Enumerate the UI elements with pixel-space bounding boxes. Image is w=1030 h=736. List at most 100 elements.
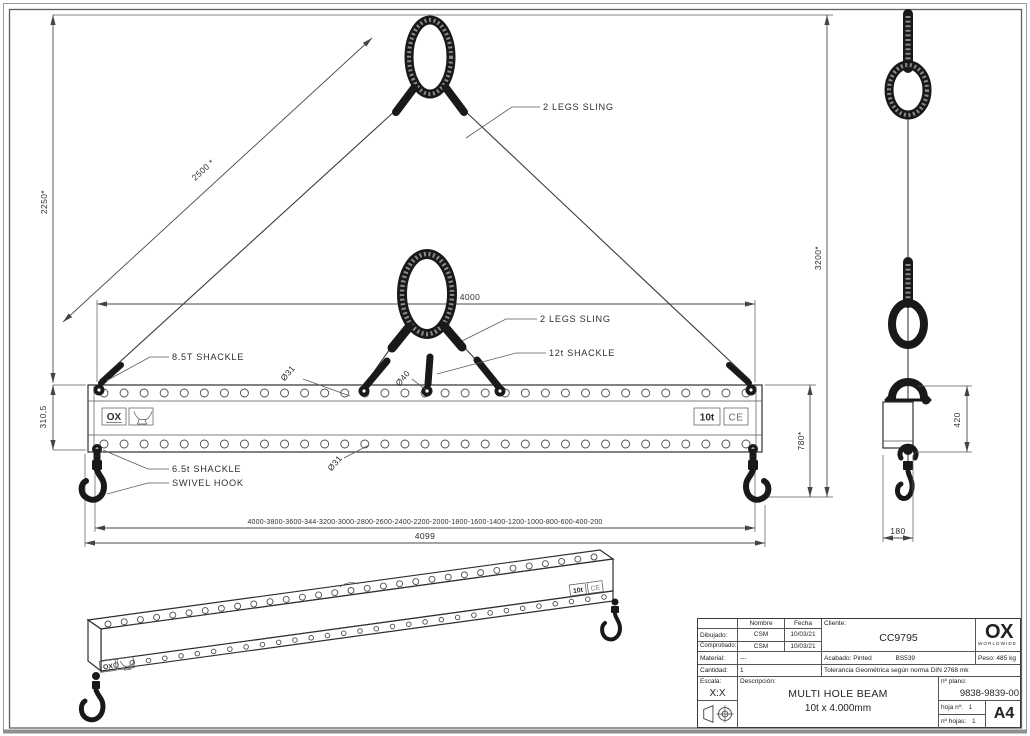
beam-hole [219, 388, 229, 398]
dim-hole-dia-bottom: Ø31 [325, 453, 344, 473]
tb-cantidad-label: Cantidad: [698, 665, 738, 677]
center-sling-assembly [358, 249, 506, 397]
beam-hole [243, 644, 249, 650]
tb-cliente-label: Cliente: [824, 620, 847, 627]
beam-hole [194, 650, 201, 657]
beam-hole [503, 607, 510, 614]
tb-dibujado-nombre: CSM [738, 629, 785, 642]
tb-dibujado-fecha: 10/03/21 [785, 629, 822, 642]
tb-hoja-value: 1 [968, 704, 973, 711]
beam-hole [120, 618, 128, 626]
ce-badge-frame [723, 407, 749, 426]
iso-top-hole-row [104, 553, 598, 628]
beam-hole [239, 439, 249, 449]
iso-top-bump [339, 582, 359, 588]
beam-hole [661, 439, 671, 449]
ox-logo-sub: WORLDWIDE [978, 641, 1017, 646]
tb-plano-value: 9838-9839-00 [959, 688, 1019, 700]
front-view-beam: OX 10t CE [87, 384, 763, 453]
beam-hole [560, 439, 570, 449]
beam-hole [159, 439, 169, 449]
beam-hole [721, 439, 731, 449]
tb-acabado-label: Acabado: Pinted [824, 655, 872, 662]
beam-hole [396, 580, 404, 588]
iso-bottom-hole-row [113, 594, 607, 668]
beam-hole [412, 578, 420, 586]
beam-hole [558, 558, 566, 565]
tb-escala-value: X:X [709, 688, 726, 700]
beam-hole [400, 439, 410, 449]
left-12t-shackle [362, 357, 391, 390]
beam-hole [701, 388, 711, 398]
iso-bull-head-icon [119, 659, 135, 671]
side-link [888, 299, 928, 349]
beam-hole [520, 388, 530, 398]
beam-hole [406, 621, 412, 627]
beam-hole [590, 553, 598, 561]
tb-acabado-value: BS539 [895, 655, 916, 662]
tb-peso: Peso: 485 kg [976, 652, 1022, 665]
beam-hole [201, 607, 209, 615]
tb-hojas-cell: nº hojas: 1 [939, 714, 986, 728]
beam-hole [661, 388, 671, 398]
beam-hole [568, 598, 575, 605]
bull-badge-frame [128, 407, 154, 426]
beam-hole [438, 616, 445, 623]
beam-hole [347, 587, 355, 594]
tb-hoja-cell: hoja nº: 1 [939, 701, 986, 715]
beam-hole [540, 439, 550, 449]
beam-hole [440, 388, 450, 398]
beam-hole [480, 439, 490, 449]
beam-hole [400, 388, 410, 398]
beam-hole [581, 388, 590, 398]
beam-hole [275, 639, 282, 646]
beam-hole [560, 388, 570, 398]
dim-hole-dia-top: Ø31 [278, 363, 297, 383]
tb-acabado-cell: Acabado: Pinted BS539 [822, 652, 976, 665]
beam-hole [340, 630, 347, 637]
tb-formato: A4 [993, 705, 1015, 723]
beam-hole [422, 619, 428, 625]
beam-hole [641, 439, 651, 449]
beam-hole [260, 439, 269, 449]
beam-hole [179, 388, 189, 398]
bull-head-icon [133, 411, 153, 425]
beam-hole [493, 566, 501, 574]
iso-ce-badge: CE [590, 584, 601, 592]
beam-hole [340, 439, 350, 449]
beam-hole [520, 439, 530, 449]
callout-85t-shackle: 8.5T SHACKLE [172, 352, 244, 362]
beam-hole [300, 388, 310, 398]
beam-hole [119, 388, 129, 398]
ox-logo: OX [985, 621, 1013, 643]
beam-hole [540, 388, 550, 398]
iso-brand-badge: OX [103, 663, 114, 671]
sheet-inner-frame [8, 8, 1023, 729]
beam-hole [454, 614, 461, 621]
iso-right-badges: 10t CE [568, 580, 604, 597]
iso-left-swivel-hook [78, 672, 106, 723]
tb-hojas-label: nº hojas: [941, 717, 967, 725]
beam-hole [444, 573, 452, 581]
beam-hole [373, 625, 380, 632]
beam-hole [139, 388, 149, 398]
beam-hole [320, 439, 330, 449]
projection-symbol-icon [703, 705, 734, 723]
beam-hole [357, 628, 363, 634]
tb-hoja-label: hoja nº: [941, 704, 963, 711]
side-swivel-hook [895, 443, 919, 502]
beam-hole [601, 594, 607, 600]
beam-hole [379, 582, 387, 590]
beam-hole [701, 439, 711, 449]
beam-hole [460, 388, 470, 398]
tb-header-fecha: Fecha [785, 619, 822, 629]
beam-hole [210, 648, 217, 655]
beam-hole [601, 388, 611, 398]
tb-cliente-value: CC9795 [879, 632, 918, 645]
dim-hook-spacing: 4000 [460, 292, 481, 302]
beam-hole [581, 439, 590, 449]
tb-tolerancia: Tolerancia Geométrica según norma DIN 27… [822, 665, 1022, 677]
beam-hole [239, 388, 249, 398]
beam-hole [104, 620, 112, 628]
